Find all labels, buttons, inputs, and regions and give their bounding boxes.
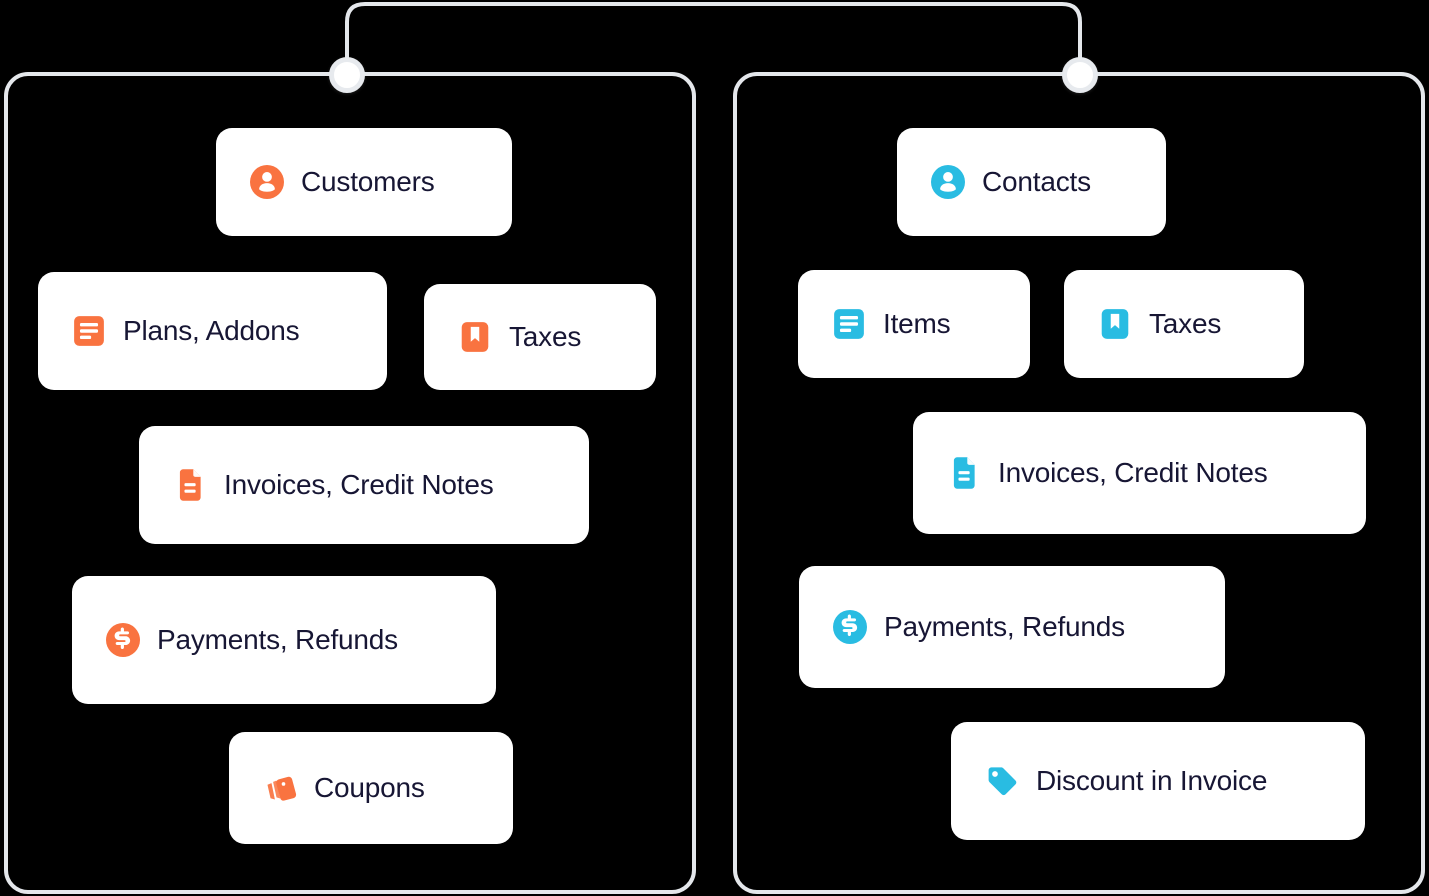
dollar-circle-icon bbox=[833, 610, 867, 644]
connector-node-left bbox=[329, 57, 365, 93]
card-label: Contacts bbox=[982, 166, 1091, 197]
card-payments-refunds-right[interactable]: Payments, Refunds bbox=[799, 566, 1225, 688]
person-circle-icon bbox=[931, 165, 965, 199]
invoice-doc-icon bbox=[947, 456, 981, 490]
card-taxes[interactable]: Taxes bbox=[424, 284, 656, 390]
person-circle-icon bbox=[250, 165, 284, 199]
card-contacts[interactable]: Contacts bbox=[897, 128, 1166, 236]
card-label: Invoices, Credit Notes bbox=[998, 457, 1268, 488]
card-payments-refunds[interactable]: Payments, Refunds bbox=[72, 576, 496, 704]
connector-node-right bbox=[1062, 57, 1098, 93]
invoice-doc-icon bbox=[173, 468, 207, 502]
card-label: Discount in Invoice bbox=[1036, 765, 1268, 796]
card-label: Customers bbox=[301, 166, 435, 197]
card-label: Coupons bbox=[314, 772, 425, 803]
dollar-circle-icon bbox=[106, 623, 140, 657]
card-label: Taxes bbox=[1149, 308, 1222, 339]
card-label: Items bbox=[883, 308, 951, 339]
card-taxes-right[interactable]: Taxes bbox=[1064, 270, 1304, 378]
card-label: Payments, Refunds bbox=[884, 611, 1125, 642]
bookmark-icon bbox=[1098, 307, 1132, 341]
card-customers[interactable]: Customers bbox=[216, 128, 512, 236]
list-document-icon bbox=[72, 314, 106, 348]
card-label: Plans, Addons bbox=[123, 315, 300, 346]
card-invoices-credit[interactable]: Invoices, Credit Notes bbox=[139, 426, 589, 544]
card-label: Taxes bbox=[509, 321, 582, 352]
coupon-tickets-icon bbox=[263, 771, 297, 805]
card-coupons[interactable]: Coupons bbox=[229, 732, 513, 844]
list-document-icon bbox=[832, 307, 866, 341]
card-invoices-credit-right[interactable]: Invoices, Credit Notes bbox=[913, 412, 1366, 534]
card-label: Payments, Refunds bbox=[157, 624, 398, 655]
card-label: Invoices, Credit Notes bbox=[224, 469, 494, 500]
price-tag-icon bbox=[985, 764, 1019, 798]
card-plans-addons[interactable]: Plans, Addons bbox=[38, 272, 387, 390]
bookmark-icon bbox=[458, 320, 492, 354]
card-items[interactable]: Items bbox=[798, 270, 1030, 378]
card-discount-in-invoice[interactable]: Discount in Invoice bbox=[951, 722, 1365, 840]
